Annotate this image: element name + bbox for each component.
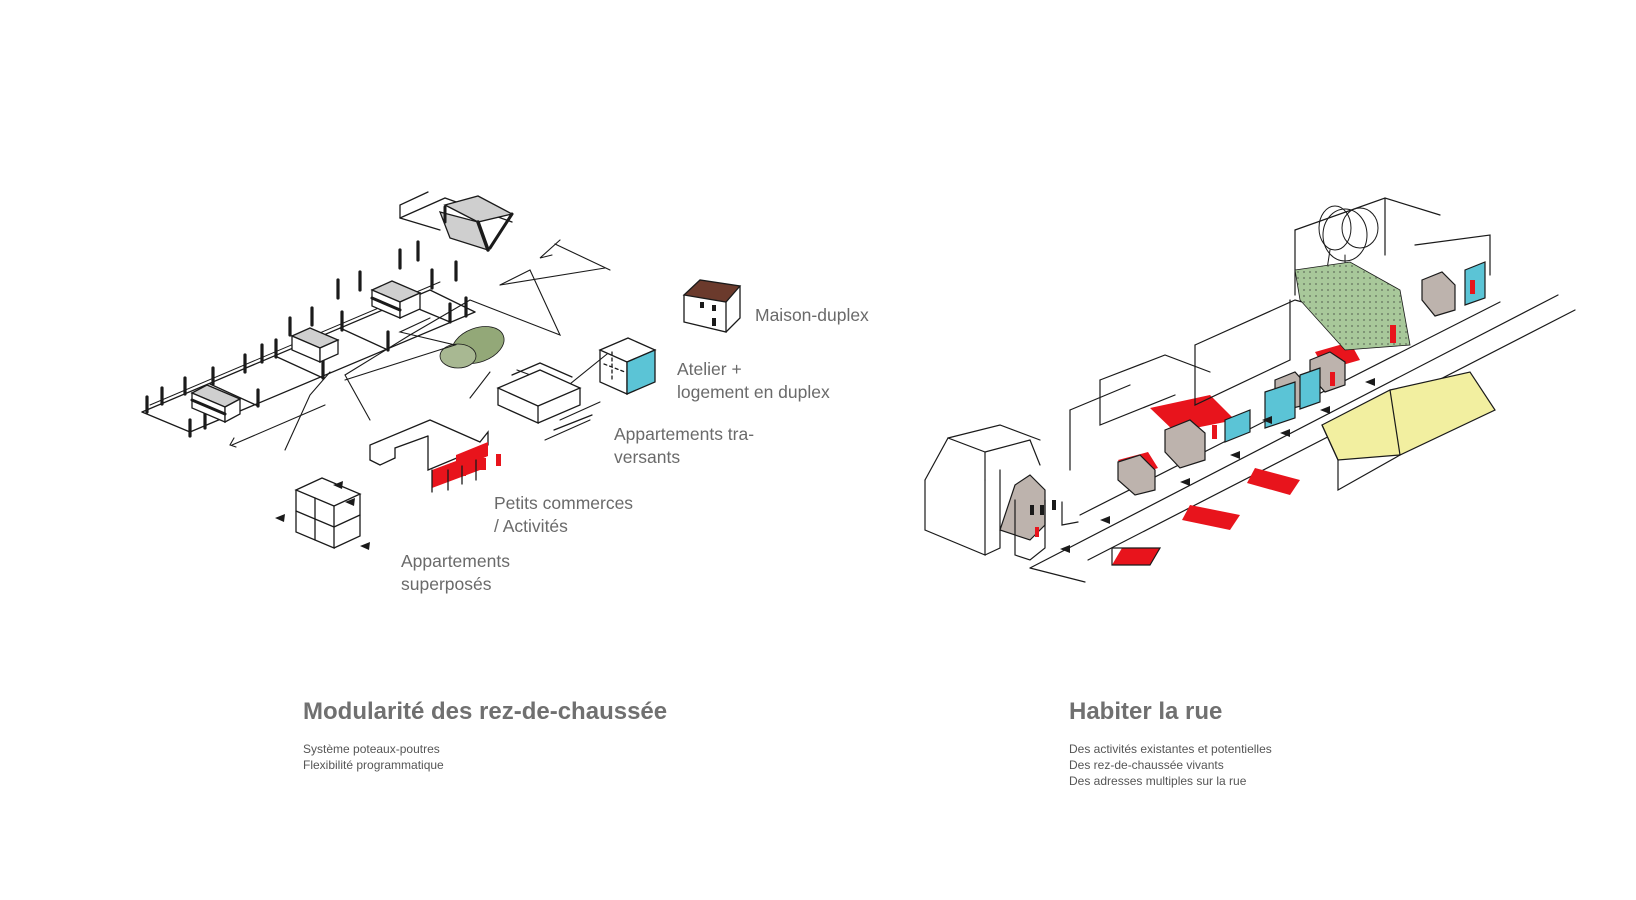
label-atelier-line1: Atelier +: [677, 359, 742, 379]
street-edges: [1029, 294, 1576, 583]
gray-box-1: [190, 384, 242, 424]
label-superposes: Appartements superposés: [401, 550, 510, 596]
left-gable-houses: [924, 424, 1079, 561]
left-description-line2: Flexibilité programmatique: [303, 758, 444, 772]
left-description: Système poteaux-poutres Flexibilité prog…: [303, 741, 444, 773]
yellow-building: [1321, 371, 1496, 492]
traversants-block: [496, 362, 593, 431]
label-superposes-line1: Appartements: [401, 551, 510, 571]
right-description-line3: Des adresses multiples sur la rue: [1069, 774, 1247, 788]
label-atelier-line2: logement en duplex: [677, 382, 830, 402]
maison-duplex-cube: [682, 279, 742, 333]
left-description-line1: Système poteaux-poutres: [303, 742, 440, 756]
left-diagram: [141, 191, 742, 550]
label-commerces-line1: Petits commerces: [494, 493, 634, 513]
gray-box-3: [370, 280, 422, 320]
label-commerces-line2: / Activités: [494, 516, 568, 536]
right-description-line1: Des activités existantes et potentielles: [1069, 742, 1272, 756]
commerce-building: [369, 419, 501, 493]
triangle-markers: [1060, 378, 1375, 553]
label-atelier: Atelier + logement en duplex: [677, 358, 830, 404]
label-commerces: Petits commerces / Activités: [494, 492, 633, 538]
label-traversants-line1: Appartements tra-: [614, 424, 755, 444]
label-maison-duplex: Maison-duplex: [755, 304, 869, 327]
green-garden: [1294, 261, 1411, 351]
green-blob: [439, 326, 505, 369]
left-title: Modularité des rez-de-chaussée: [303, 698, 668, 725]
label-superposes-line2: superposés: [401, 574, 492, 594]
right-diagram: [924, 197, 1576, 583]
crossing-outline: [1111, 547, 1162, 566]
right-title: Habiter la rue: [1069, 698, 1223, 725]
gray-box-2: [290, 327, 340, 364]
atelier-cube: [598, 337, 657, 396]
grid-posts: [145, 240, 468, 438]
row-houses: [1117, 261, 1486, 496]
circulation-arrows: [229, 239, 613, 451]
top-building: [399, 191, 514, 252]
label-maison-duplex-text: Maison-duplex: [755, 305, 869, 325]
superposes-block: [275, 477, 370, 550]
right-description-line2: Des rez-de-chaussée vivants: [1069, 758, 1224, 772]
label-traversants-line2: versants: [614, 447, 681, 467]
right-description: Des activités existantes et potentielles…: [1069, 741, 1272, 789]
label-traversants: Appartements tra- versants: [614, 423, 754, 469]
